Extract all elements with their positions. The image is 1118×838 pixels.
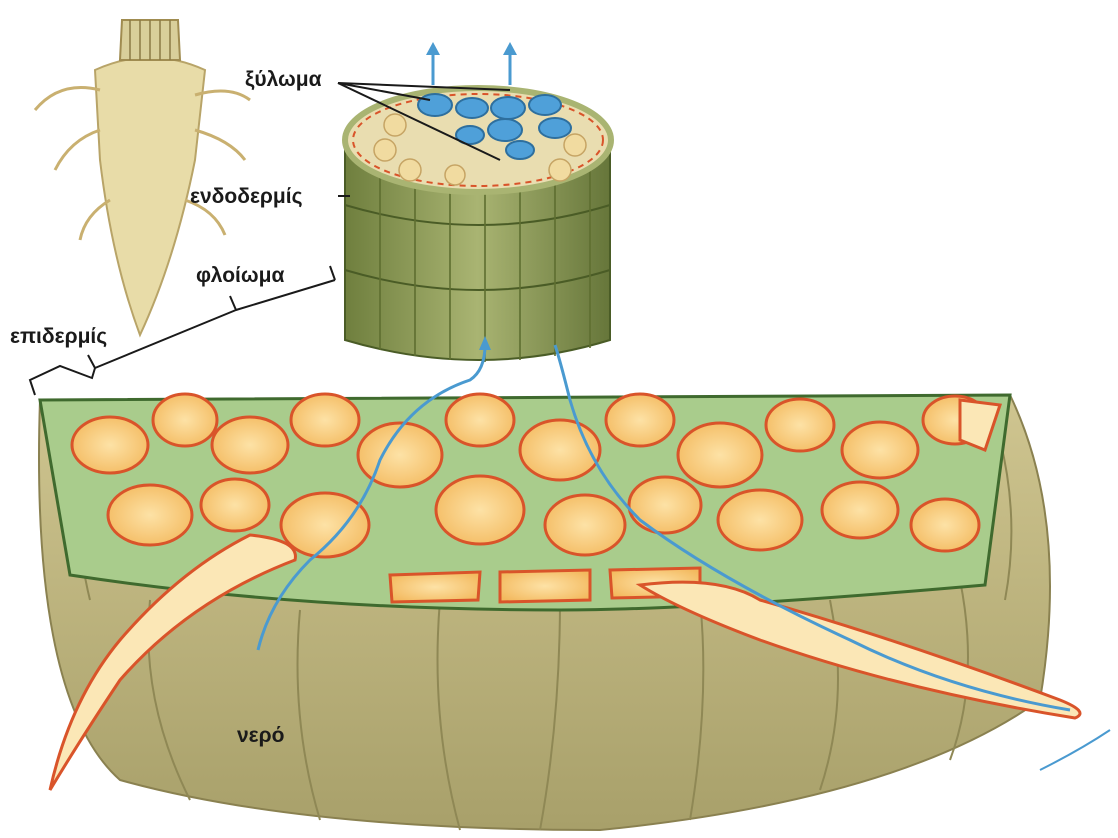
- label-cortex: φλοίωμα: [196, 264, 284, 287]
- arrowhead-1: [426, 42, 440, 55]
- label-xylem: ξύλωμα: [245, 68, 322, 91]
- epidermis-bracket: [30, 366, 95, 395]
- label-water: νερό: [237, 724, 284, 747]
- label-epidermis: επιδερμίς: [10, 325, 107, 348]
- arrowhead-2: [503, 42, 517, 55]
- stele-cylinder: [345, 88, 611, 362]
- label-endodermis: ενδοδερμίς: [190, 185, 303, 208]
- root-tip-illustration: [35, 20, 250, 335]
